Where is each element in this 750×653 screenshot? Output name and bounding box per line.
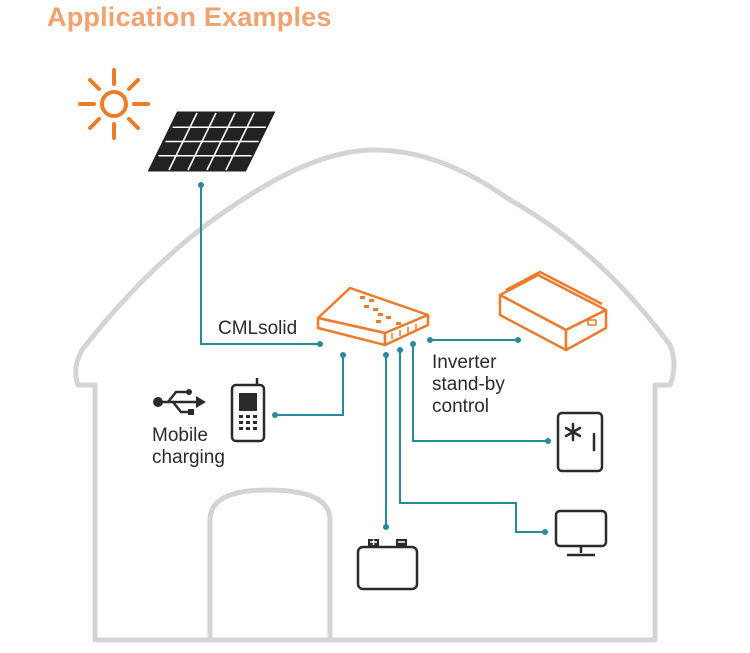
inverter-label-line-2: stand-by xyxy=(432,374,505,395)
sun-icon xyxy=(78,68,150,140)
fridge-icon xyxy=(556,411,604,473)
mobile-label-line-2: charging xyxy=(152,447,225,468)
house-door xyxy=(207,487,333,643)
wire-panel-controller xyxy=(200,185,320,345)
battery-icon xyxy=(356,539,419,591)
page-title: Application Examples xyxy=(47,2,332,32)
inverter-device-icon xyxy=(498,270,608,352)
mobile-phone-icon xyxy=(230,378,266,443)
inverter-label: Inverter stand-by control xyxy=(432,352,505,418)
usb-icon xyxy=(153,389,206,415)
solar-panel-icon xyxy=(147,111,276,172)
mobile-charging-label: Mobile charging xyxy=(152,425,225,469)
wire-controller-mobile xyxy=(275,355,344,416)
controller-device-icon xyxy=(316,286,430,347)
monitor-icon xyxy=(554,509,608,557)
inverter-label-line-1: Inverter xyxy=(432,352,497,373)
controller-label: CMLsolid xyxy=(218,318,298,339)
wiring xyxy=(200,185,548,533)
wire-controller-fridge xyxy=(412,344,548,442)
wire-controller-monitor xyxy=(399,350,545,533)
mobile-label-line-1: Mobile xyxy=(152,425,208,446)
house-outline xyxy=(73,147,677,643)
wire-junctions xyxy=(198,182,551,535)
inverter-label-line-3: control xyxy=(432,396,490,417)
